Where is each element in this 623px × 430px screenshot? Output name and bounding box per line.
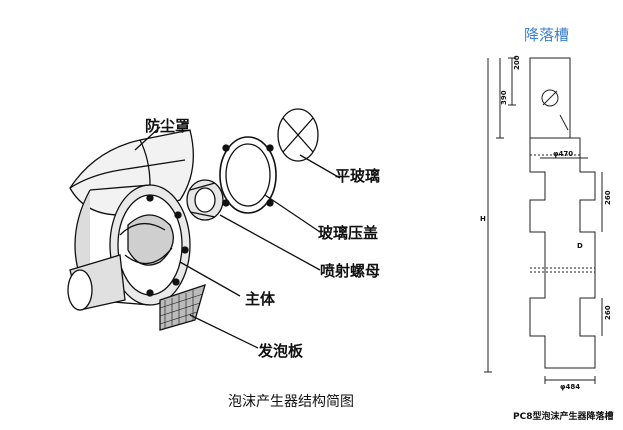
label-nozzle-nut: 喷射螺母 — [320, 262, 381, 280]
label-main-body: 主体 — [245, 290, 276, 308]
label-dust-cover: 防尘罩 — [145, 117, 191, 135]
dim-phi484: φ484 — [560, 383, 581, 391]
left-diagram-caption: 泡沫产生器结构简图 — [228, 394, 354, 410]
dim-260-top: 260 — [604, 190, 612, 205]
right-diagram-title: 降落槽 — [524, 26, 570, 44]
label-foam-plate: 发泡板 — [258, 342, 304, 360]
dim-200: 200 — [513, 55, 521, 70]
dim-phi470: φ470 — [553, 150, 574, 158]
dim-D: D — [577, 242, 583, 250]
label-glass-cover: 玻璃压盖 — [318, 224, 379, 242]
right-diagram-caption: PC8型泡沫产生器降落槽 — [513, 412, 614, 422]
label-flat-glass: 平玻璃 — [335, 167, 381, 185]
dim-390: 390 — [500, 90, 508, 105]
dim-H: H — [480, 215, 486, 223]
dim-260-bottom: 260 — [604, 305, 612, 320]
